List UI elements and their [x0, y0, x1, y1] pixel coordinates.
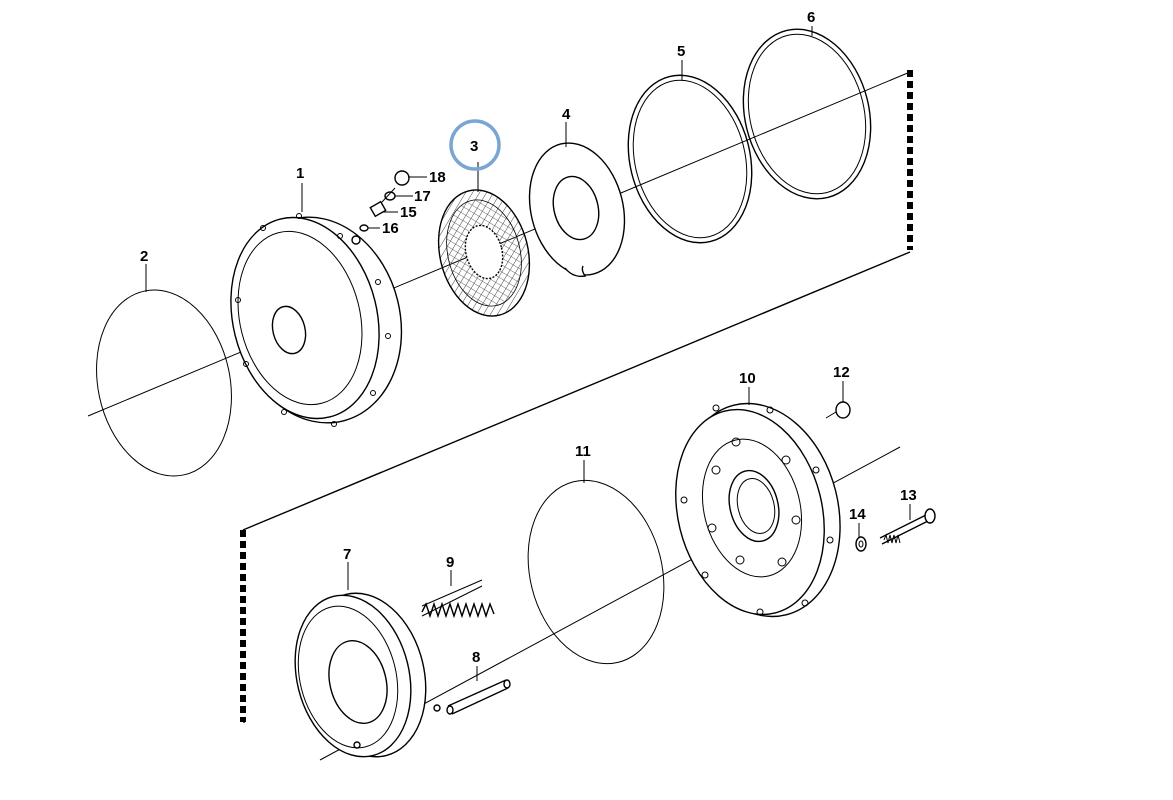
callout-5[interactable]: 5: [677, 43, 685, 60]
part-16-nipple[interactable]: [359, 224, 369, 232]
part-3-friction-disc[interactable]: [426, 180, 542, 325]
part-5-o-ring[interactable]: [611, 62, 769, 256]
callout-13[interactable]: 13: [900, 487, 917, 504]
part-13-long-bolt[interactable]: [879, 508, 936, 545]
part-6-o-ring[interactable]: [726, 16, 888, 213]
callout-18[interactable]: 18: [429, 169, 446, 186]
part-10-pump-housing[interactable]: [655, 386, 862, 633]
upper-assembly-frame: [240, 70, 913, 723]
part-18-cap[interactable]: [394, 170, 410, 186]
part-14-washer[interactable]: [855, 536, 867, 552]
callout-14[interactable]: 14: [849, 506, 866, 523]
part-7-piston[interactable]: [279, 580, 443, 769]
part-1-housing-cover[interactable]: [210, 199, 422, 440]
callout-6[interactable]: 6: [807, 9, 815, 26]
callout-8[interactable]: 8: [472, 649, 480, 666]
callout-10[interactable]: 10: [739, 370, 756, 387]
callout-2[interactable]: 2: [140, 248, 148, 265]
callout-labels: 1 2 3 4 5 6 7 8 9 10 11 12 13 14 15 16 1…: [140, 9, 917, 666]
callout-17[interactable]: 17: [414, 188, 431, 205]
part-11-gasket[interactable]: [509, 466, 682, 678]
leader-lines: [145, 26, 911, 681]
part-15-valve[interactable]: [369, 187, 396, 218]
callout-11[interactable]: 11: [575, 443, 591, 460]
part-8-pin[interactable]: [446, 679, 511, 715]
callout-4[interactable]: 4: [562, 106, 571, 123]
callout-16[interactable]: 16: [382, 220, 399, 237]
part-4-steel-disc[interactable]: [516, 133, 638, 285]
part-12-bolt[interactable]: [825, 401, 851, 419]
part-9-spring[interactable]: [421, 579, 495, 619]
callout-1[interactable]: 1: [296, 165, 304, 182]
selected-part-highlight-ring: [449, 119, 501, 171]
callout-3[interactable]: 3: [470, 138, 478, 155]
callout-7[interactable]: 7: [343, 546, 351, 563]
callout-15[interactable]: 15: [400, 204, 417, 221]
callout-12[interactable]: 12: [833, 364, 850, 381]
callout-9[interactable]: 9: [446, 554, 454, 571]
part-2-o-ring[interactable]: [80, 277, 248, 488]
